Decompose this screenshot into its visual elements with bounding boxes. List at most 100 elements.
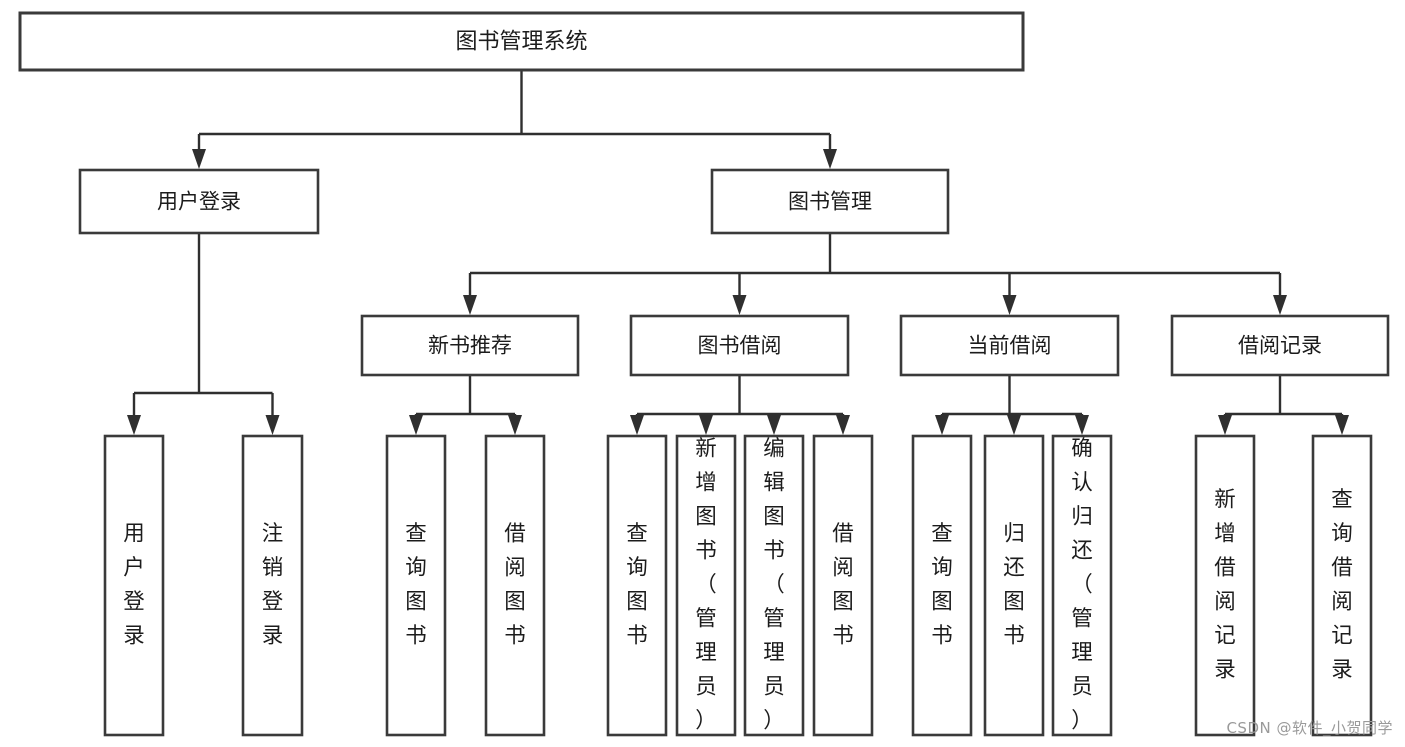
node-label-current-borrow: 当前借阅 xyxy=(968,334,1052,358)
arrowhead-current-borrow xyxy=(1002,295,1017,315)
node-label-leaf-add-borrow-record-char-2: 借 xyxy=(1214,556,1236,581)
node-current-borrow[interactable]: 当前借阅 xyxy=(899,314,1120,377)
connector-layer xyxy=(127,70,1349,435)
node-box-leaf-query-book-current xyxy=(911,434,973,737)
node-book-borrow[interactable]: 图书借阅 xyxy=(629,314,850,377)
node-label-leaf-confirm-return-admin-char-6: 理 xyxy=(1071,641,1093,666)
node-box-leaf-user-login xyxy=(103,434,165,737)
node-label-leaf-return-book-char-3: 书 xyxy=(1003,624,1025,649)
arrowhead-book-manage xyxy=(823,149,837,169)
node-box-leaf-add-book-admin xyxy=(675,434,737,737)
node-label-leaf-query-book-borrow-char-3: 书 xyxy=(626,624,648,649)
node-root[interactable]: 图书管理系统 xyxy=(18,11,1025,72)
node-label-leaf-confirm-return-admin-char-3: 还 xyxy=(1071,539,1093,564)
arrowhead-leaf-borrow-book xyxy=(836,415,850,435)
node-label-leaf-add-borrow-record-char-0: 新 xyxy=(1214,488,1236,513)
node-layer: 图书管理系统用户登录图书管理新书推荐图书借阅当前借阅借阅记录用户登录注销登录查询… xyxy=(18,11,1390,737)
node-label-leaf-borrow-book-rec-char-1: 阅 xyxy=(504,556,526,581)
node-borrow-record[interactable]: 借阅记录 xyxy=(1170,314,1390,377)
node-box-new-book-recommend xyxy=(360,314,580,377)
node-label-leaf-add-book-admin-char-0: 新 xyxy=(695,437,717,462)
node-label-leaf-query-borrow-record-char-5: 录 xyxy=(1331,658,1353,683)
node-label-leaf-return-book-char-2: 图 xyxy=(1003,590,1025,615)
node-box-book-borrow xyxy=(629,314,850,377)
node-label-leaf-user-login-char-2: 登 xyxy=(123,590,145,615)
node-box-user-login xyxy=(78,168,320,235)
node-label-leaf-logout-char-0: 注 xyxy=(262,522,284,547)
arrowhead-leaf-edit-book-admin xyxy=(767,415,781,435)
node-label-root: 图书管理系统 xyxy=(455,30,587,55)
node-label-leaf-edit-book-admin-char-6: 理 xyxy=(763,641,785,666)
node-label-leaf-confirm-return-admin-char-8: ） xyxy=(1071,709,1093,734)
node-label-leaf-add-borrow-record-char-3: 阅 xyxy=(1214,590,1236,615)
node-box-leaf-borrow-book xyxy=(812,434,874,737)
node-label-leaf-query-book-current-char-2: 图 xyxy=(931,590,953,615)
node-leaf-user-login[interactable]: 用户登录 xyxy=(103,434,165,737)
arrowhead-leaf-add-borrow-record xyxy=(1218,415,1232,435)
node-box-book-manage xyxy=(710,168,950,235)
arrowhead-leaf-query-borrow-record xyxy=(1335,415,1349,435)
node-box-leaf-borrow-book-rec xyxy=(484,434,546,737)
node-label-leaf-add-book-admin-char-6: 理 xyxy=(695,641,717,666)
node-label-leaf-query-borrow-record-char-3: 阅 xyxy=(1331,590,1353,615)
node-label-leaf-add-book-admin-char-7: 员 xyxy=(695,675,717,700)
node-label-leaf-add-book-admin-char-3: 书 xyxy=(695,539,717,564)
node-label-borrow-record: 借阅记录 xyxy=(1238,334,1322,358)
node-book-manage[interactable]: 图书管理 xyxy=(710,168,950,235)
node-user-login[interactable]: 用户登录 xyxy=(78,168,320,235)
node-label-leaf-confirm-return-admin-char-1: 认 xyxy=(1071,471,1093,496)
node-label-leaf-query-book-borrow-char-2: 图 xyxy=(626,590,648,615)
node-label-leaf-add-book-admin-char-2: 图 xyxy=(695,505,717,530)
node-box-borrow-record xyxy=(1170,314,1390,377)
node-label-leaf-borrow-book-rec-char-3: 书 xyxy=(504,624,526,649)
arrowhead-leaf-user-login xyxy=(127,415,141,435)
node-box-leaf-confirm-return-admin xyxy=(1051,434,1113,737)
arrowhead-leaf-query-book-current xyxy=(935,415,949,435)
node-label-leaf-query-borrow-record-char-2: 借 xyxy=(1331,556,1353,581)
node-label-leaf-add-borrow-record-char-4: 记 xyxy=(1214,624,1236,649)
node-box-leaf-query-book-borrow xyxy=(606,434,668,737)
arrowhead-leaf-logout xyxy=(265,415,280,435)
node-label-leaf-add-book-admin-char-5: 管 xyxy=(695,607,717,632)
node-label-leaf-query-book-rec-char-0: 查 xyxy=(405,522,427,547)
node-label-leaf-borrow-book-char-2: 图 xyxy=(832,590,854,615)
arrowhead-leaf-borrow-book-rec xyxy=(508,415,522,435)
node-label-leaf-borrow-book-rec-char-0: 借 xyxy=(504,522,526,547)
node-label-leaf-borrow-book-char-3: 书 xyxy=(832,624,854,649)
node-label-leaf-confirm-return-admin-char-7: 员 xyxy=(1071,675,1093,700)
node-label-book-manage: 图书管理 xyxy=(788,190,872,214)
node-label-leaf-confirm-return-admin-char-5: 管 xyxy=(1071,607,1093,632)
node-label-leaf-query-book-borrow-char-1: 询 xyxy=(626,556,648,581)
node-label-leaf-query-borrow-record-char-0: 查 xyxy=(1331,488,1353,513)
node-label-leaf-logout-char-3: 录 xyxy=(262,624,284,649)
node-label-leaf-borrow-book-char-0: 借 xyxy=(832,522,854,547)
node-label-leaf-query-book-rec-char-1: 询 xyxy=(405,556,427,581)
node-label-leaf-add-borrow-record-char-5: 录 xyxy=(1214,658,1236,683)
node-label-leaf-add-book-admin-char-4: （ xyxy=(695,573,717,598)
arrowhead-leaf-query-book-borrow xyxy=(630,415,644,435)
node-label-user-login: 用户登录 xyxy=(157,190,241,214)
node-new-book-recommend[interactable]: 新书推荐 xyxy=(360,314,580,377)
node-label-leaf-query-borrow-record-char-4: 记 xyxy=(1331,624,1353,649)
node-label-new-book-recommend: 新书推荐 xyxy=(428,334,512,358)
node-label-leaf-user-login-char-0: 用 xyxy=(123,522,145,547)
node-label-leaf-add-book-admin-char-8: ） xyxy=(695,709,717,734)
node-label-leaf-query-borrow-record-char-1: 询 xyxy=(1331,522,1353,547)
node-label-leaf-edit-book-admin-char-3: 书 xyxy=(763,539,785,564)
arrowhead-leaf-add-book-admin xyxy=(699,415,713,435)
node-label-leaf-query-book-borrow-char-0: 查 xyxy=(626,522,648,547)
node-label-leaf-edit-book-admin-char-8: ） xyxy=(763,709,785,734)
